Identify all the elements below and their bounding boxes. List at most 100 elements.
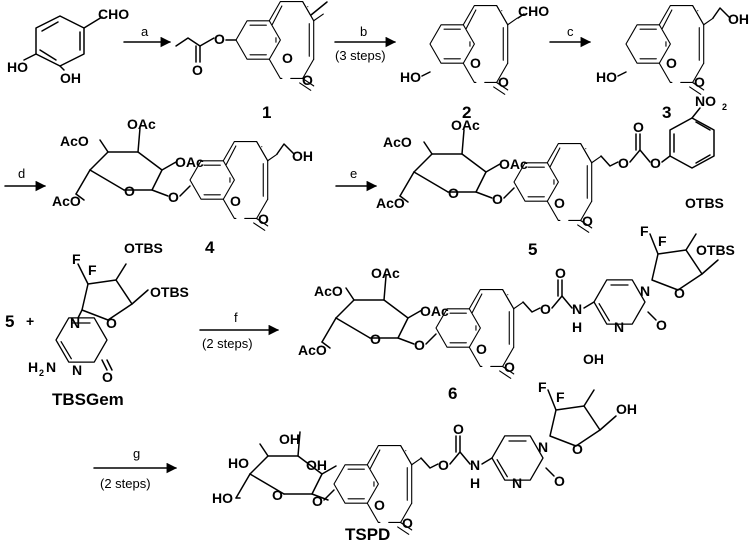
svg-text:OAc: OAc	[451, 117, 480, 133]
svg-text:CHO: CHO	[518, 3, 549, 19]
svg-text:O: O	[230, 193, 241, 209]
svg-text:N: N	[470, 457, 480, 473]
compound-5-structure: AcO OAc OAc AcO O O O O O O O NO 2 5	[376, 93, 727, 259]
tspd-structure: HO OH OH HO O O O O O O N H N N O F F OH…	[212, 351, 637, 544]
svg-text:O: O	[633, 119, 644, 135]
svg-text:O: O	[438, 457, 449, 473]
svg-text:HO: HO	[400, 69, 421, 85]
compound-1-structure: O O O O 1	[175, 0, 328, 122]
compound-number-4: 4	[205, 238, 215, 257]
compound-number-3: 3	[662, 103, 671, 122]
svg-text:OAc: OAc	[175, 154, 204, 170]
compound-name-tspd: TSPD	[345, 525, 390, 544]
svg-text:OAc: OAc	[499, 156, 528, 172]
hydroxy-label: HO	[7, 59, 28, 75]
arrow-label-a: a	[141, 24, 149, 39]
svg-text:AcO: AcO	[376, 195, 405, 211]
compound-number-5-reactant: 5	[5, 312, 14, 331]
svg-text:OAc: OAc	[420, 303, 449, 319]
svg-text:O: O	[498, 74, 509, 90]
svg-text:OTBS: OTBS	[150, 284, 189, 300]
svg-text:O: O	[124, 183, 135, 199]
svg-text:OTBS: OTBS	[685, 195, 724, 211]
svg-text:H: H	[470, 475, 480, 491]
svg-text:OAc: OAc	[127, 116, 156, 132]
svg-text:O: O	[674, 285, 685, 301]
svg-text:O: O	[554, 473, 565, 489]
svg-text:O: O	[582, 213, 593, 229]
compound-number-6: 6	[448, 384, 457, 403]
svg-text:O: O	[282, 50, 293, 66]
svg-text:2: 2	[722, 102, 727, 112]
svg-text:O: O	[453, 421, 464, 437]
svg-text:H: H	[28, 359, 38, 375]
compound-2-structure: HO O O CHO 2	[400, 3, 549, 122]
svg-text:O: O	[492, 191, 503, 207]
dihydroxybenzaldehyde-structure: CHO HO OH	[7, 6, 129, 86]
svg-text:AcO: AcO	[314, 283, 343, 299]
svg-text:O: O	[258, 211, 269, 227]
compound-3-structure: HO O O OH 3	[596, 4, 749, 122]
svg-text:O: O	[168, 189, 179, 205]
svg-text:2: 2	[39, 368, 44, 378]
svg-text:OH: OH	[728, 11, 749, 27]
compound-name-tbsgem: TBSGem	[52, 390, 124, 409]
svg-text:F: F	[556, 389, 565, 405]
svg-text:F: F	[640, 223, 649, 239]
plus-sign: +	[26, 313, 34, 329]
compound-4-structure: AcO OAc OAc AcO O O O O OH 4	[52, 116, 313, 257]
svg-text:O: O	[448, 185, 459, 201]
arrow-label-e: e	[350, 166, 357, 181]
compound-number-5: 5	[528, 240, 537, 259]
svg-text:N: N	[538, 439, 548, 455]
svg-text:AcO: AcO	[52, 193, 81, 209]
svg-text:N: N	[512, 475, 522, 491]
svg-text:N: N	[572, 301, 582, 317]
svg-text:O: O	[106, 315, 117, 331]
svg-text:N: N	[72, 362, 82, 378]
svg-text:HO: HO	[212, 490, 233, 506]
svg-text:O: O	[272, 487, 283, 503]
svg-text:OTBS: OTBS	[124, 240, 163, 256]
svg-text:O: O	[650, 155, 661, 171]
svg-text:HO: HO	[228, 455, 249, 471]
svg-text:O: O	[312, 493, 323, 509]
svg-text:O: O	[555, 265, 566, 281]
svg-text:N: N	[46, 359, 56, 375]
arrow-label-f: f	[234, 310, 238, 325]
arrow-sub-f: (2 steps)	[202, 336, 253, 351]
svg-text:OTBS: OTBS	[696, 242, 735, 258]
svg-text:O: O	[666, 55, 677, 71]
svg-text:O: O	[476, 341, 487, 357]
svg-text:HO: HO	[596, 69, 617, 85]
svg-text:O: O	[572, 441, 583, 457]
svg-text:O: O	[504, 359, 515, 375]
svg-text:O: O	[470, 55, 481, 71]
svg-text:F: F	[88, 262, 97, 278]
svg-text:O: O	[414, 337, 425, 353]
arrow-label-c: c	[567, 24, 574, 39]
svg-text:O: O	[694, 74, 705, 90]
compound-number-1: 1	[262, 103, 271, 122]
svg-text:OH: OH	[616, 401, 637, 417]
compound-number-2: 2	[462, 103, 471, 122]
svg-text:O: O	[102, 369, 113, 385]
arrow-sub-g: (2 steps)	[100, 476, 151, 491]
svg-text:OAc: OAc	[371, 265, 400, 281]
svg-text:O: O	[192, 62, 203, 78]
svg-text:O: O	[656, 317, 667, 333]
svg-text:AcO: AcO	[298, 342, 327, 358]
arrow-label-b: b	[360, 24, 367, 39]
svg-text:OH: OH	[306, 457, 327, 473]
svg-text:OH: OH	[583, 351, 604, 367]
svg-text:O: O	[554, 195, 565, 211]
svg-text:O: O	[402, 515, 413, 531]
svg-text:OH: OH	[292, 148, 313, 164]
svg-text:AcO: AcO	[383, 134, 412, 150]
svg-text:O: O	[374, 497, 385, 513]
svg-text:F: F	[658, 233, 667, 249]
svg-text:N: N	[640, 283, 650, 299]
svg-text:N: N	[614, 319, 624, 335]
svg-text:F: F	[72, 251, 81, 267]
